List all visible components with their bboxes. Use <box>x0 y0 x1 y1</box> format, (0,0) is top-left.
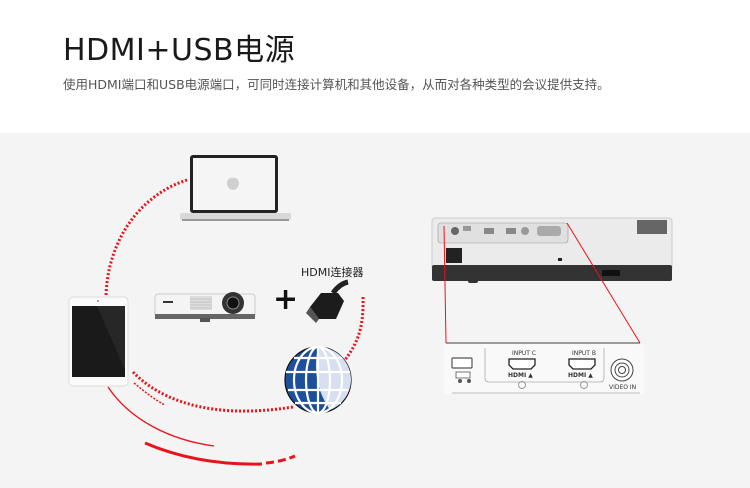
usb-port-icon <box>451 357 473 383</box>
port-label-input-b: INPUT B <box>572 350 596 357</box>
zoom-guide-lines <box>443 222 641 344</box>
arc-tablet-globe <box>131 370 294 413</box>
hdmi-connector-icon <box>306 279 349 323</box>
page-title: HDMI+USB电源 <box>63 33 296 68</box>
hdmi-port-c-icon: INPUT C HDMI ▲ <box>508 350 536 389</box>
globe-icon <box>284 345 352 415</box>
video-in-port-icon: VIDEO IN <box>609 358 636 391</box>
port-label-input-c: INPUT C <box>512 350 536 357</box>
hdmi-logo-b: HDMI ▲ <box>568 372 593 379</box>
arc-bottom-solid <box>144 441 263 466</box>
hdmi-connector-label: HDMI连接器 <box>301 266 364 279</box>
arc-tablet-thin <box>133 382 166 406</box>
tablet-icon <box>68 296 129 387</box>
connection-arcs <box>104 178 365 466</box>
arc-laptop-tablet <box>104 178 188 296</box>
projector-front-icon <box>154 292 256 322</box>
laptop-icon <box>180 155 291 221</box>
port-detail-panel: INPUT C HDMI ▲ INPUT B HDMI ▲ VIDEO IN <box>444 344 644 394</box>
arc-tablet-line <box>107 386 215 447</box>
hdmi-port-b-icon: INPUT B HDMI ▲ <box>568 350 596 389</box>
page-subtitle: 使用HDMI端口和USB电源端口，可同时连接计算机和其他设备，从而对各种类型的会… <box>63 77 610 92</box>
arc-bottom-dash <box>265 454 296 465</box>
plus-sign: + <box>273 282 299 317</box>
header-section: HDMI+USB电源 使用HDMI端口和USB电源端口，可同时连接计算机和其他设… <box>0 0 750 133</box>
port-label-video-in: VIDEO IN <box>609 384 636 391</box>
arc-globe-connector <box>343 296 365 361</box>
projector-rear-icon <box>431 217 673 283</box>
hdmi-logo-c: HDMI ▲ <box>508 372 533 379</box>
